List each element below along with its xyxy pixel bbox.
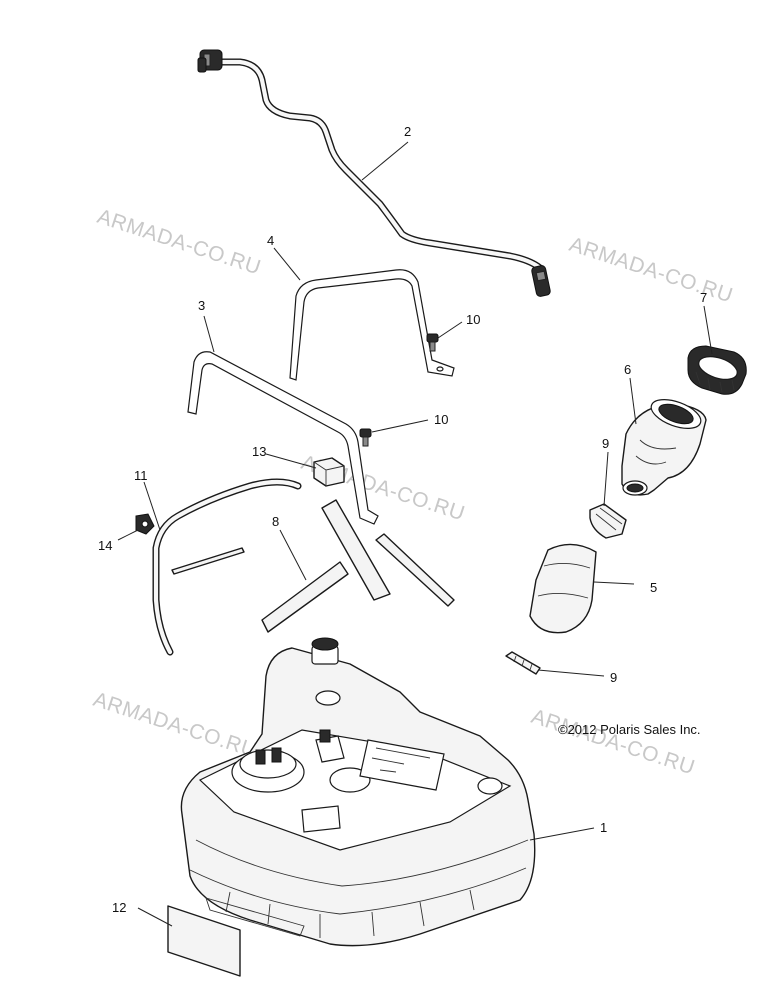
copyright-text: ©2012 Polaris Sales Inc.	[558, 722, 701, 737]
callout-1: 1	[600, 820, 607, 835]
callout-7: 7	[700, 290, 707, 305]
leader-lines	[117, 141, 713, 927]
part-11-hose[interactable]	[152, 478, 302, 656]
callout-11: 11	[134, 468, 148, 483]
callout-13: 13	[252, 444, 266, 459]
callout-8: 8	[272, 514, 279, 529]
part-10-screw-lower[interactable]	[359, 428, 372, 447]
watermark-bottom-left: ARMADA-CO.RU	[90, 688, 259, 763]
callout-3: 3	[198, 298, 205, 313]
callout-10-upper: 10	[466, 312, 480, 327]
part-1-fuel-tank[interactable]	[180, 637, 536, 947]
callout-9-lower: 9	[610, 670, 617, 685]
part-7-fuel-cap[interactable]	[687, 345, 747, 395]
part-10-screw-upper[interactable]	[426, 333, 439, 352]
callout-12: 12	[112, 900, 126, 915]
watermark-bottom-right: ARMADA-CO.RU	[528, 705, 697, 780]
part-9-clamp-upper[interactable]	[589, 503, 627, 539]
callout-numbers: 2 4 3 10 10 13 11 14 8 7 6 9 5 9 1 12	[98, 124, 707, 915]
vent-line-fitting-bottom	[531, 265, 551, 297]
part-9-clamp-lower[interactable]	[505, 651, 541, 675]
part-6-filler-neck[interactable]	[621, 394, 707, 496]
part-14-clamp[interactable]	[135, 513, 155, 535]
part-8-pads[interactable]	[171, 499, 455, 633]
callout-6: 6	[624, 362, 631, 377]
callout-10-lower: 10	[434, 412, 448, 427]
part-13-block[interactable]	[313, 457, 345, 487]
part-4-tank-strap[interactable]	[289, 269, 455, 381]
part-2-vent-line[interactable]	[197, 49, 551, 297]
vent-line-connector-top	[197, 49, 223, 73]
callout-14: 14	[98, 538, 112, 553]
callout-9-upper: 9	[602, 436, 609, 451]
part-12-decal[interactable]	[167, 905, 241, 977]
part-5-filler-hose[interactable]	[529, 543, 597, 634]
watermark-top-right: ARMADA-CO.RU	[566, 233, 735, 308]
callout-4: 4	[267, 233, 274, 248]
callout-5: 5	[650, 580, 657, 595]
callout-2: 2	[404, 124, 411, 139]
part-3-tank-strap[interactable]	[187, 351, 379, 525]
watermark-top-left: ARMADA-CO.RU	[94, 205, 263, 280]
